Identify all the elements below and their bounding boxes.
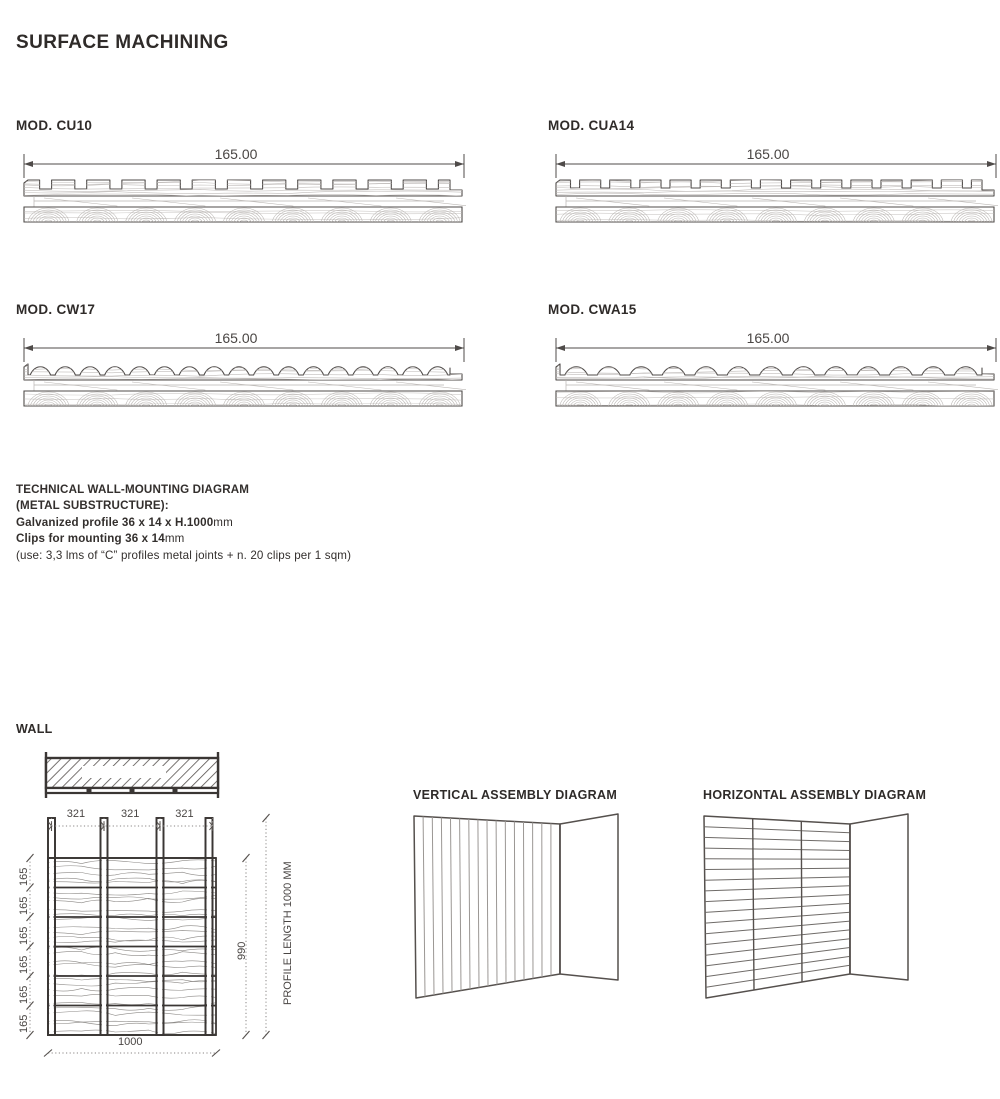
profile-svg [555, 154, 998, 223]
wall-row-dimension-label: 165 [18, 896, 30, 916]
technical-note-line-2: (METAL SUBSTRUCTURE): [16, 499, 169, 513]
wall-diagram-drawing [0, 740, 320, 1090]
profile-drawing-cw17 [16, 328, 466, 428]
technical-note: TECHNICAL WALL-MOUNTING DIAGRAM (METAL S… [16, 482, 436, 564]
technical-note-line-4: Clips for mounting 36 x 14mm [16, 532, 185, 546]
technical-note-line-1: TECHNICAL WALL-MOUNTING DIAGRAM [16, 483, 250, 496]
profile-block-cwa15: MOD. CWA15 165.00 [548, 302, 1000, 442]
assembly-svg-horizontal [703, 813, 909, 999]
profile-svg [555, 338, 998, 407]
assembly-drawing-horizontal [698, 808, 930, 1013]
profile-dimension-label: 165.00 [214, 330, 258, 346]
wall-diagram: WALL [16, 722, 53, 736]
wall-diagram-title: WALL [16, 722, 53, 736]
profile-dimension-label: 165.00 [746, 146, 790, 162]
profile-model-label: MOD. CU10 [16, 118, 93, 133]
profile-model-label: MOD. CUA14 [548, 118, 635, 133]
assembly-diagram-horizontal: HORIZONTAL ASSEMBLY DIAGRAM [703, 788, 926, 802]
profile-dimension-label: 165.00 [214, 146, 258, 162]
wall-row-dimension-label: 165 [18, 926, 30, 945]
profile-block-cua14: MOD. CUA14 165.00 [548, 118, 1000, 258]
profile-drawing-cwa15 [548, 328, 998, 428]
wall-row-dimension-label: 165 [18, 867, 30, 886]
wall-profile-length-label: PROFILE LENGTH 1000 MM [282, 860, 294, 1005]
profile-dimension-label: 165.00 [746, 330, 790, 346]
page-title: SURFACE MACHINING [16, 32, 229, 53]
wall-row-dimension-label: 165 [18, 1014, 30, 1034]
assembly-svg-vertical [413, 813, 619, 999]
wall-row-dimension-label: 165 [18, 955, 30, 975]
technical-note-line-5: (use: 3,3 lms of “C” profiles metal join… [16, 548, 352, 562]
profile-drawing-cua14 [548, 144, 998, 244]
profile-model-label: MOD. CW17 [16, 302, 96, 317]
wall-width-dimension-label: 1000 [118, 1036, 143, 1048]
profile-svg [23, 338, 466, 407]
profile-block-cw17: MOD. CW17 165.00 [16, 302, 486, 442]
assembly-drawing-vertical [408, 808, 640, 1013]
assembly-title-vertical: VERTICAL ASSEMBLY DIAGRAM [413, 788, 618, 802]
profile-block-cu10: MOD. CU10 165.00 [16, 118, 486, 258]
assembly-diagram-vertical: VERTICAL ASSEMBLY DIAGRAM [413, 788, 617, 802]
wall-svg [26, 752, 270, 1057]
wall-spacing-label: 321 [66, 808, 86, 820]
wall-row-dimension-label: 165 [18, 985, 30, 1004]
wall-spacing-label: 321 [175, 808, 194, 820]
wall-spacing-label: 321 [121, 808, 140, 820]
profile-svg [23, 154, 466, 223]
profile-drawing-cu10 [16, 144, 466, 244]
wall-height-dimension-label: 990 [236, 941, 248, 960]
technical-note-line-3: Galvanized profile 36 x 14 x H.1000mm [16, 515, 233, 529]
assembly-title-horizontal: HORIZONTAL ASSEMBLY DIAGRAM [703, 788, 927, 802]
profile-model-label: MOD. CWA15 [548, 302, 637, 317]
